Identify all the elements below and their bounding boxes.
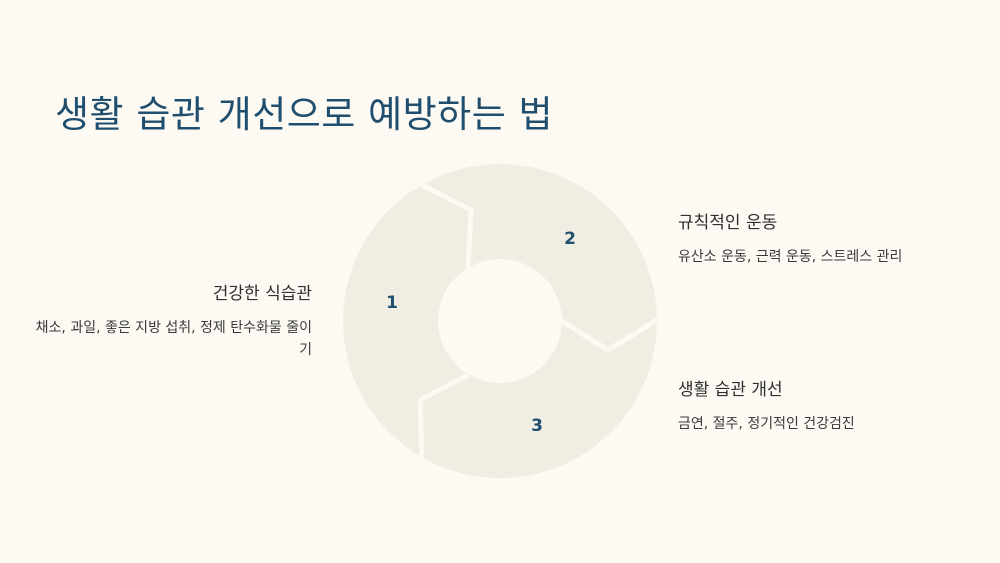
- segment-3-heading: 생활 습관 개선: [678, 380, 783, 400]
- segment-2-text: 규칙적인 운동 유산소 운동, 근력 운동, 스트레스 관리: [678, 208, 978, 268]
- ring-hole: [438, 259, 562, 383]
- segment-number-1: 1: [386, 293, 398, 313]
- page-title: 생활 습관 개선으로 예방하는 법: [55, 93, 554, 136]
- cycle-ring: [343, 164, 662, 478]
- segment-1-text: 건강한 식습관 채소, 과일, 좋은 지방 섭취, 정제 탄수화물 줄이기: [32, 279, 312, 361]
- segment-2-heading: 규칙적인 운동: [678, 213, 778, 233]
- cycle-diagram: 1 2 3: [343, 164, 662, 478]
- segment-1-description: 채소, 과일, 좋은 지방 섭취, 정제 탄수화물 줄이기: [35, 320, 312, 358]
- segment-number-3: 3: [531, 416, 543, 436]
- separator-3-1: [417, 372, 470, 461]
- segment-2-description: 유산소 운동, 근력 운동, 스트레스 관리: [678, 249, 903, 265]
- segment-1-heading: 건강한 식습관: [212, 284, 312, 304]
- segment-3-description: 금연, 절주, 정기적인 건강검진: [678, 416, 855, 432]
- separator-2-3: [558, 315, 662, 353]
- segment-number-2: 2: [564, 229, 576, 249]
- separator-1-2: [420, 182, 474, 269]
- segment-3-text: 생활 습관 개선 금연, 절주, 정기적인 건강검진: [678, 375, 978, 435]
